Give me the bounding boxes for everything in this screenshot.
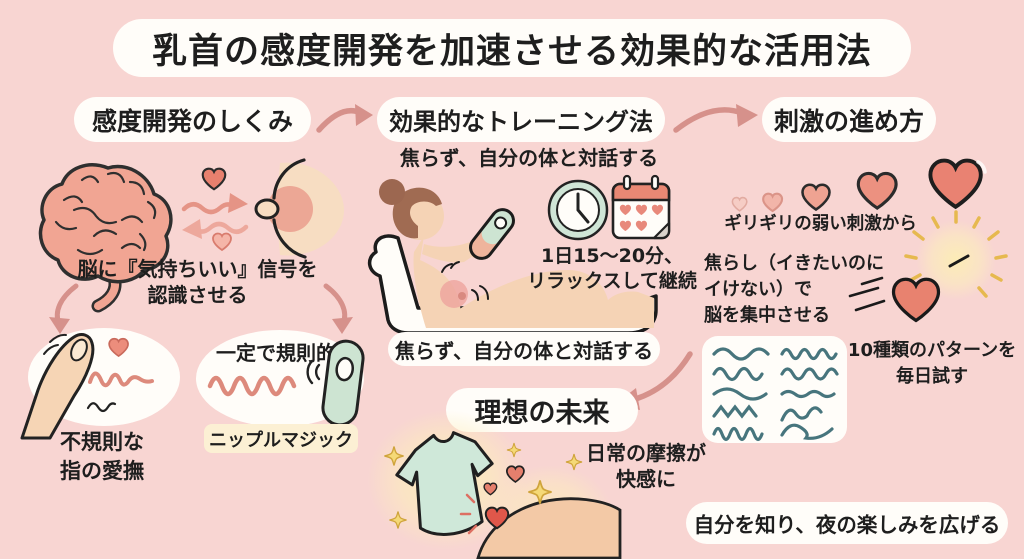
down-arrow-right-icon [323, 283, 353, 334]
closing-pill: 自分を知り、夜の楽しみを広げる [686, 502, 1008, 544]
dialogue-top-text: 焦らず、自分の体と対話する [399, 146, 659, 170]
sine-wave-icon [207, 375, 297, 397]
wave-pattern-icon [712, 347, 839, 442]
signal-exchange-icon [181, 167, 249, 251]
arrow-training-to-progression-icon [673, 104, 758, 133]
clock-icon [547, 179, 609, 241]
page-title: 乳首の感度開発を加速させる効果的な活用法 [151, 31, 872, 72]
section-label-mechanism: 感度開発のしくみ [91, 106, 293, 136]
weak-stimulus-text: ギリギリの弱い刺激から [724, 214, 917, 234]
section-pill-mechanism: 感度開発のしくみ [74, 97, 311, 142]
section-pill-training: 効果的なトレーニング法 [377, 97, 665, 142]
finger-icon [20, 333, 154, 440]
tease-text: 焦らし（イきたいのに イけない）で 脳を集中させる [704, 253, 884, 327]
brain-icon [38, 163, 173, 313]
regular-label: 一定で規則的 [216, 341, 336, 365]
section-pill-progression: 刺激の進め方 [762, 97, 936, 142]
irregular-caress-label: 不規則な 指の愛撫 [60, 430, 144, 483]
focus-heart-sunburst-icon [848, 210, 1008, 323]
title-banner: 乳首の感度開発を加速させる効果的な活用法 [113, 19, 911, 77]
tshirt-sparkle-illustration [367, 410, 622, 559]
section-label-training: 効果的なトレーニング法 [389, 108, 653, 136]
nipple-magic-device-icon [306, 339, 365, 427]
relaxing-woman-illustration [367, 179, 658, 335]
breast-icon [254, 158, 344, 259]
arrow-mechanism-to-training-icon [316, 104, 373, 133]
down-arrow-left-icon [49, 283, 79, 334]
calendar-icon [611, 174, 671, 240]
dialogue-bottom-pill: 焦らず、自分の体と対話する [388, 332, 660, 366]
section-label-progression: 刺激の進め方 [773, 106, 924, 136]
duration-text: 1日15〜20分、 リラックスして継続 [527, 245, 697, 292]
brain-signal-text: 脳に『気持ちいい』信号を 認識させる [77, 257, 318, 307]
friction-text: 日常の摩擦が 快感に [586, 441, 706, 491]
device-name-label: ニップルマジック [204, 424, 358, 453]
growing-hearts-icon [731, 158, 987, 213]
patterns-text: 10種類のパターンを 毎日試す [847, 340, 1017, 388]
